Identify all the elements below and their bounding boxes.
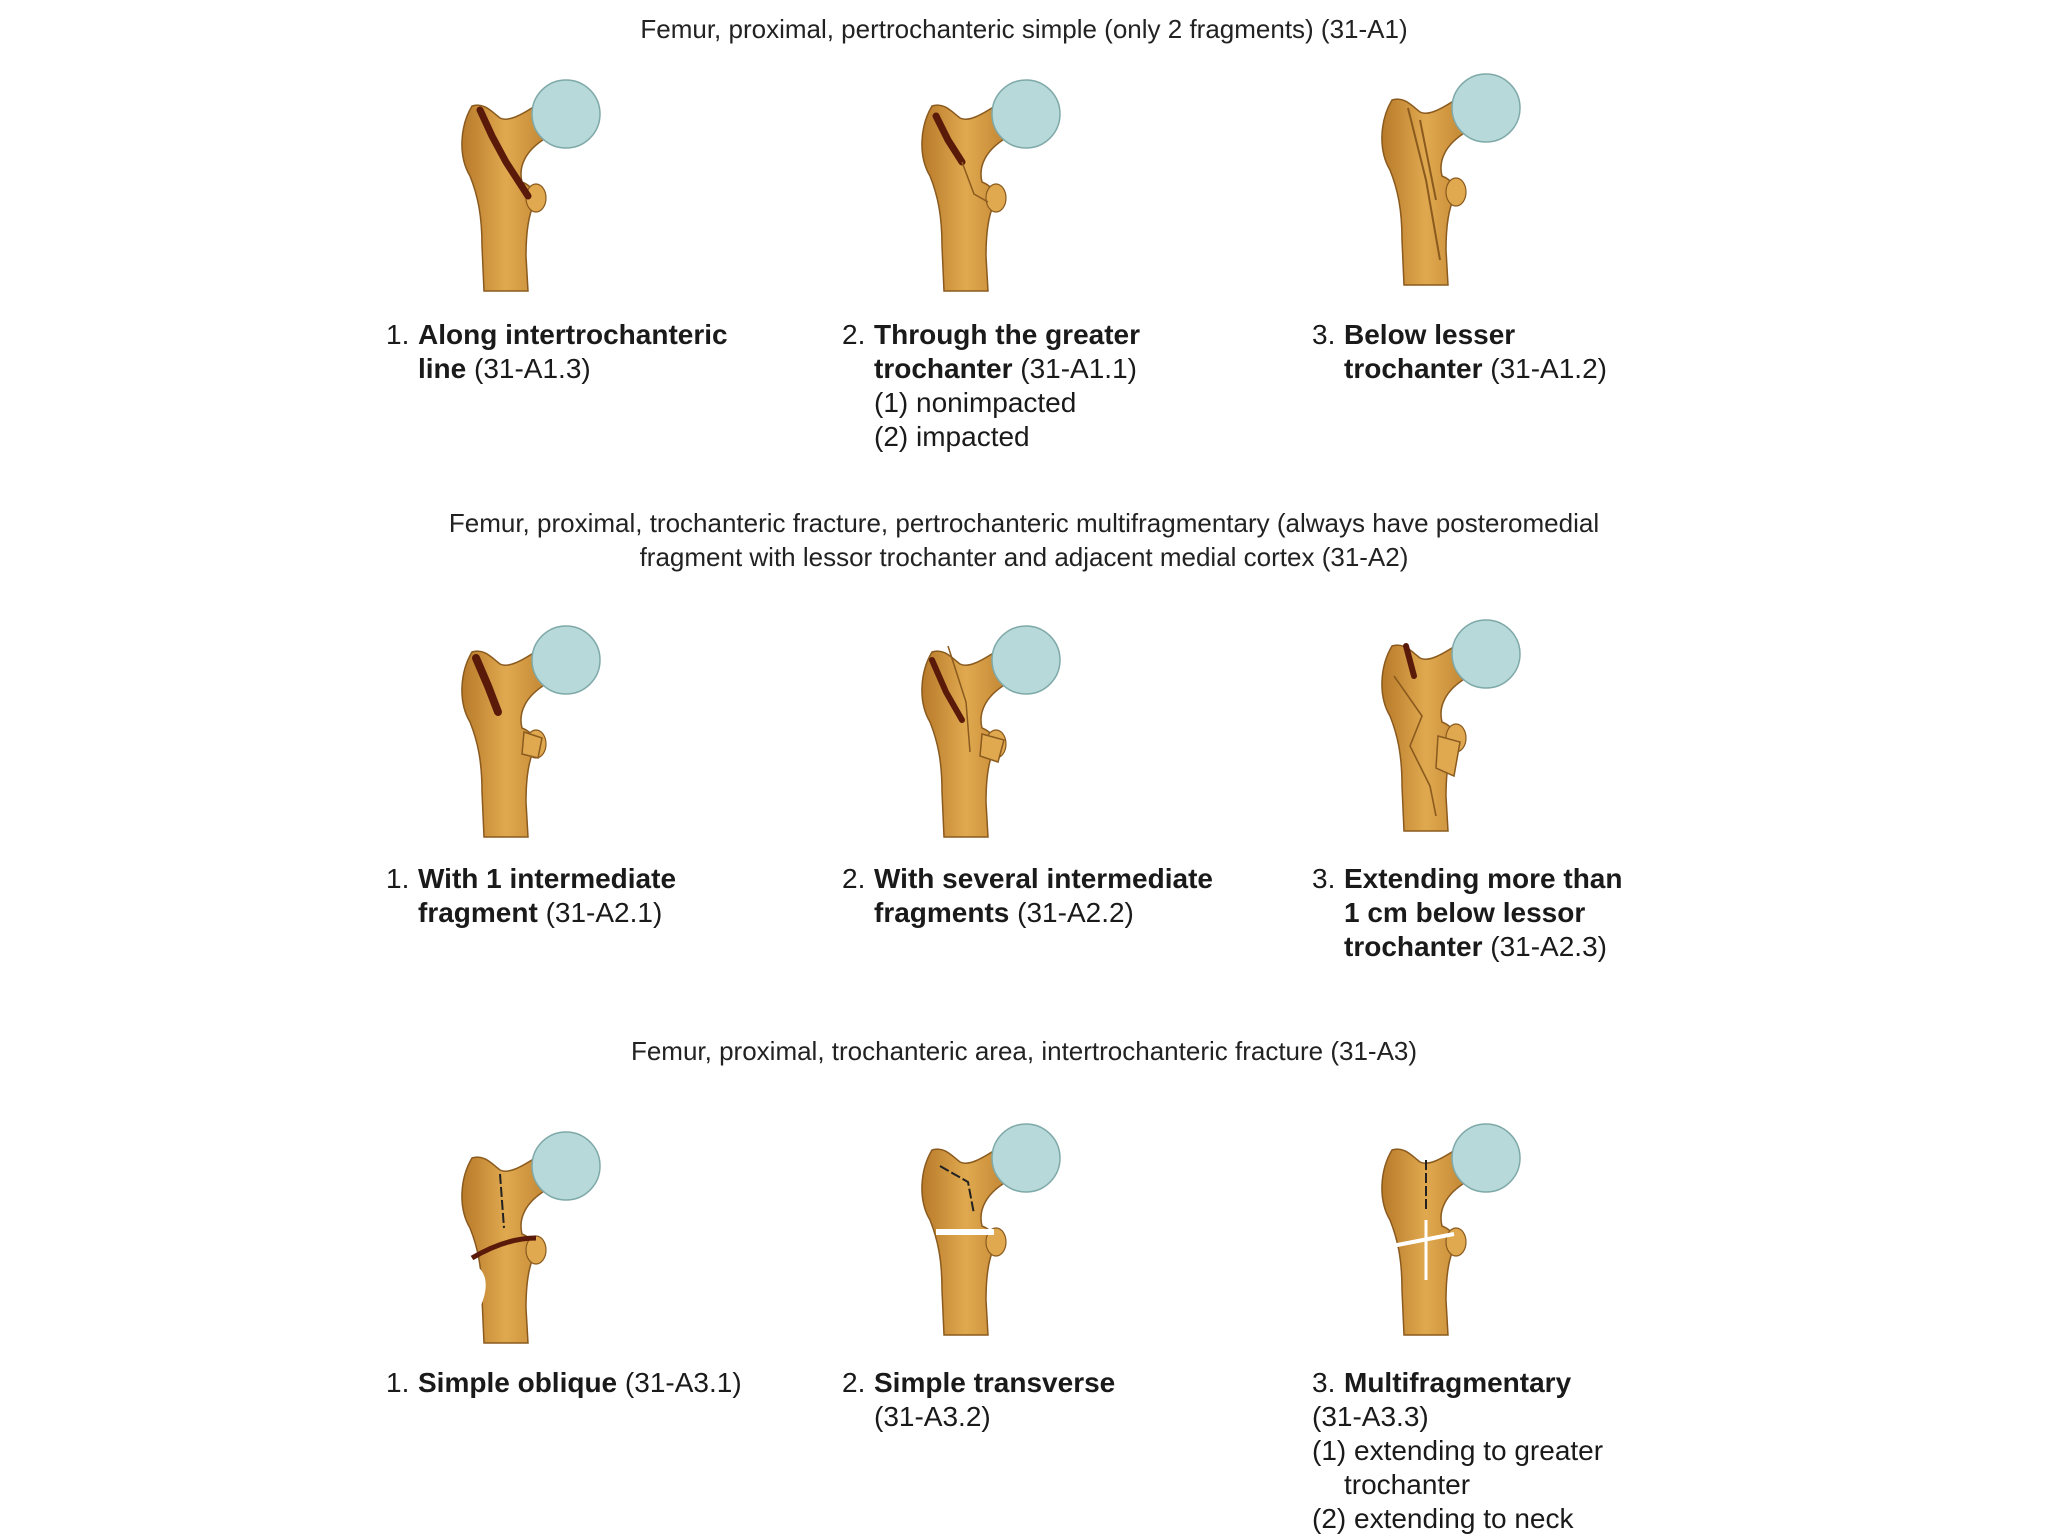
fracture-line [476,106,532,200]
fracture-line-2 [1419,119,1437,201]
fracture-line [499,1173,505,1229]
femoral-head [1451,73,1521,143]
lesser-trochanter [1445,1227,1467,1257]
caption-a1-1: 2.Through the greater trochanter (31-A1.… [842,319,1141,452]
femoral-head [991,79,1061,149]
caption-a1-3: 1.Along intertrochanteric line (31-A1.3) [386,319,728,384]
section-a3-title: Femur, proximal, trochanteric area, inte… [630,1036,1418,1066]
fracture-line [1403,643,1417,679]
femoral-head [531,79,601,149]
femur-illustration-a2-2 [870,612,1070,842]
femoral-head [1451,619,1521,689]
fragment-outline [961,161,989,203]
fragment-outline-2 [979,733,1005,763]
caption-a3-2: 2.Simple transverse (31-A3.2) [842,1367,1116,1432]
caption-a2-3: 3.Extending more than 1 cm below lessor … [1312,863,1623,962]
femur-illustration-a3-2 [870,1110,1070,1340]
caption-a2-2: 2.With several intermediate fragments (3… [842,863,1213,928]
femur-illustration-a3-3 [1330,1110,1530,1340]
fracture-line [939,1165,975,1215]
femur-illustration-a3-1 [410,1118,610,1348]
fracture-line-2 [1391,1232,1455,1248]
lesser-trochanter [1445,177,1467,207]
caption-a3-3: 3.Multifragmentary (31-A3.3) (1) extendi… [1312,1367,1604,1534]
fracture-gap [472,1264,486,1308]
fracture-line [929,657,965,723]
section-a2-title: Femur, proximal, trochanteric fracture, … [448,508,1600,572]
fracture-line-2 [470,1235,537,1261]
fracture-line [932,112,966,166]
femoral-head [531,1131,601,1201]
femoral-head [1451,1123,1521,1193]
fragment-outline [521,730,543,759]
lesser-trochanter [985,183,1007,213]
fracture-line [472,654,502,716]
femur-illustration-a1-2 [1330,60,1530,290]
section-a1-title: Femur, proximal, pertrochanteric simple … [640,14,1408,44]
femur-illustration-a1-1 [870,66,1070,296]
caption-a2-1: 1.With 1 intermediate fragment (31-A2.1) [386,863,677,928]
femur-illustration-a1-3 [410,66,610,296]
femur-illustration-a2-3 [1330,606,1530,836]
femur-illustration-a2-1 [410,612,610,842]
femoral-head [991,1123,1061,1193]
caption-a1-2: 3.Below lesser trochanter (31-A1.2) [1312,319,1607,384]
fracture-line [1407,107,1441,261]
fragment-outline-2 [1435,735,1461,778]
femoral-head [531,625,601,695]
femoral-head [991,625,1061,695]
fragment-outline [1393,675,1437,817]
caption-a3-1: 1.Simple oblique (31-A3.1) [386,1367,742,1398]
fragment-outline [947,645,971,753]
